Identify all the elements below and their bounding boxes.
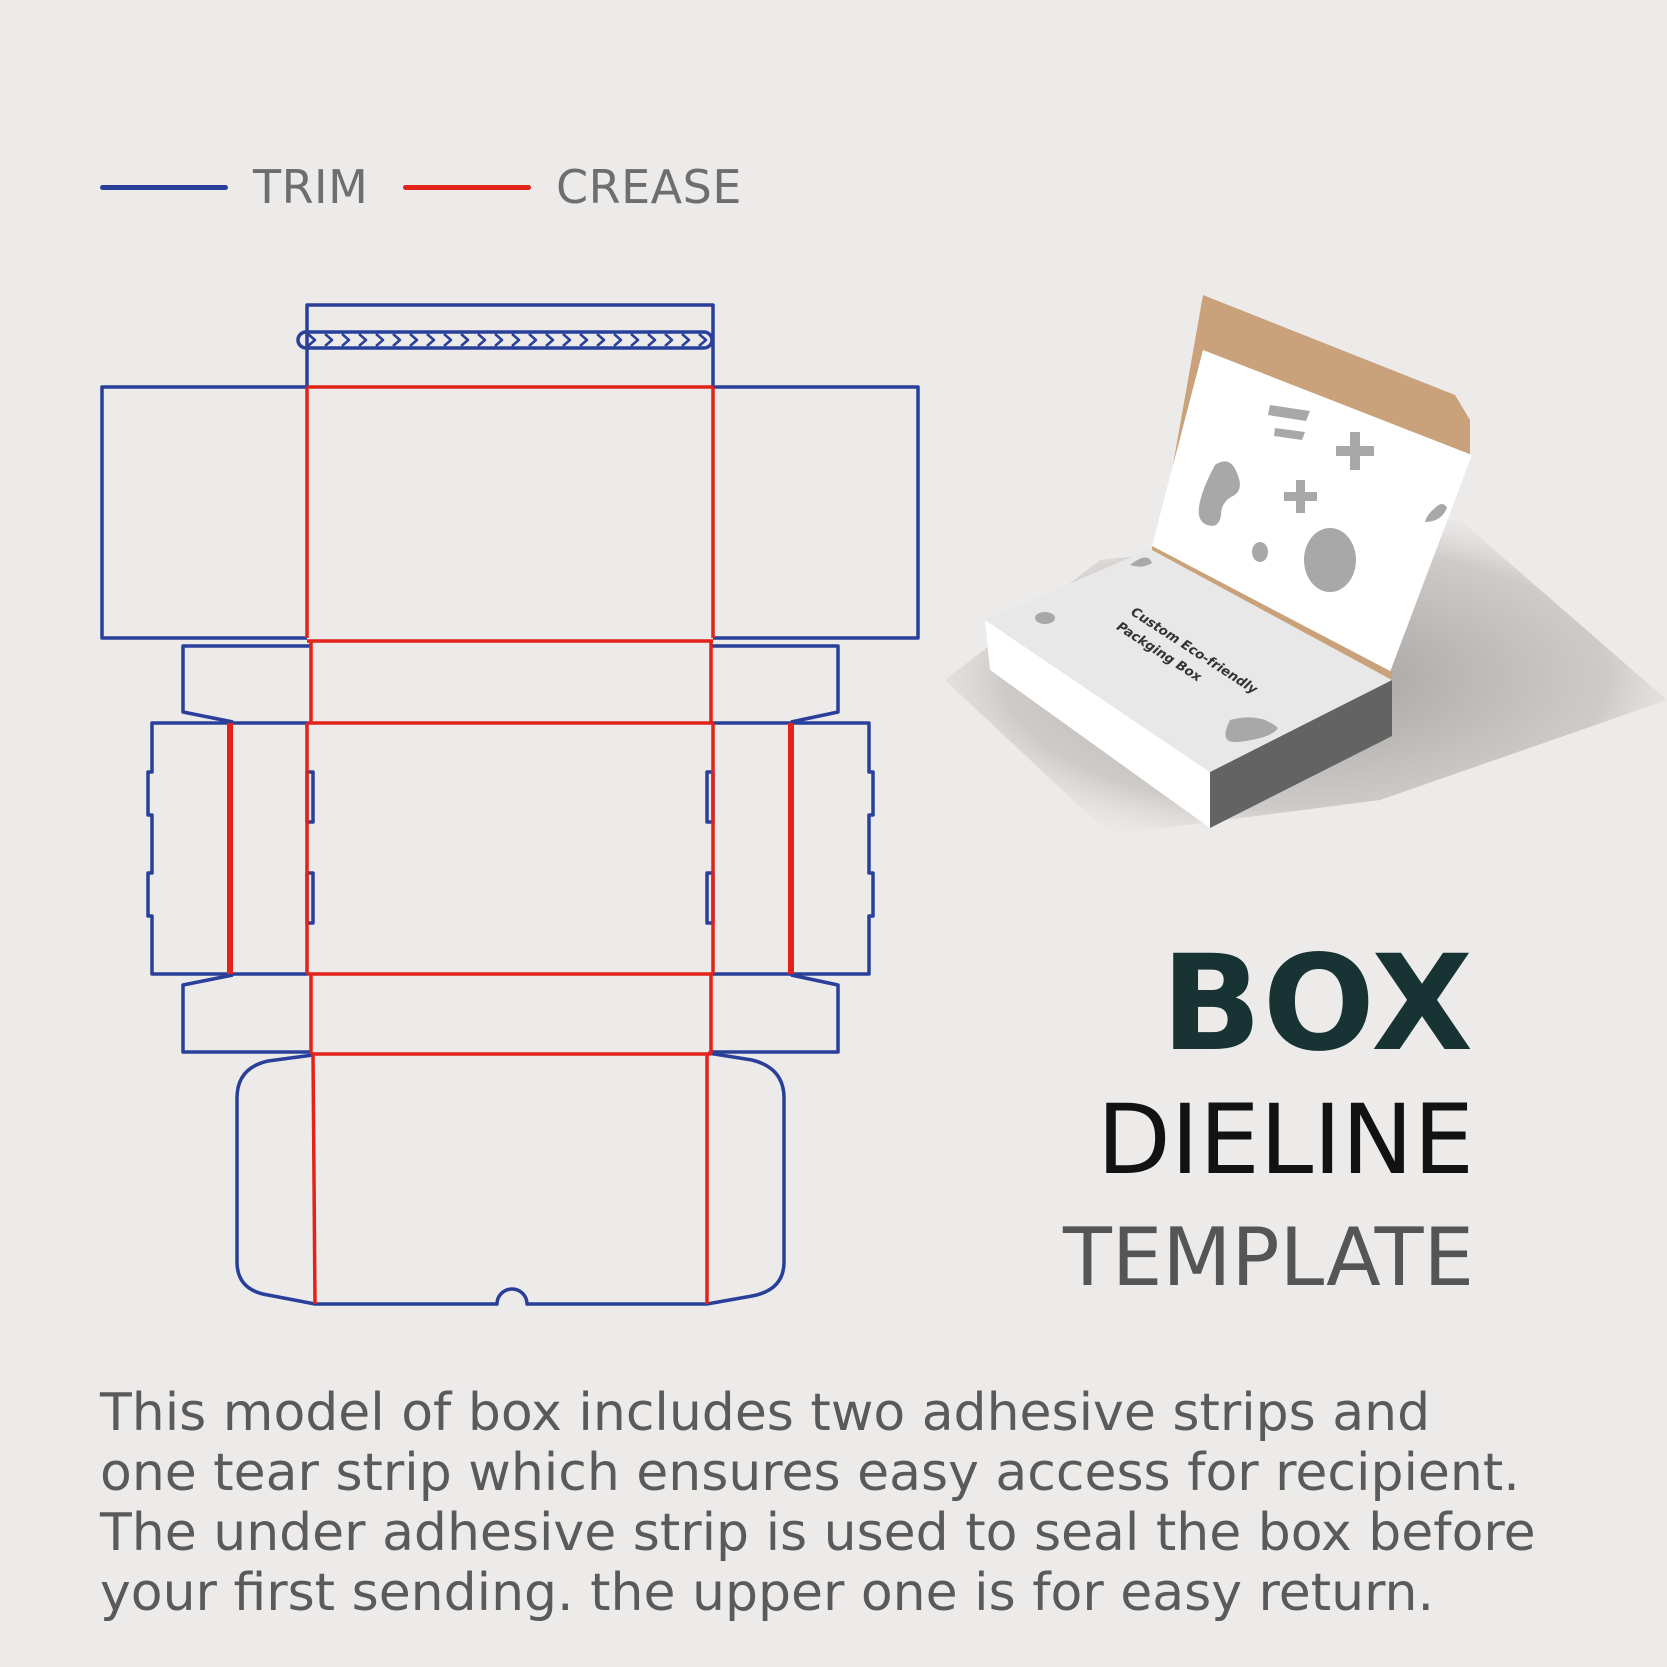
leaf-shape [1425, 504, 1447, 522]
bottom-flap [235, 1051, 786, 1306]
legend-trim-label: TRIM [253, 160, 369, 214]
decor-shape [1274, 428, 1305, 440]
legend-crease-label: CREASE [556, 160, 742, 214]
tear-strip-perforation [307, 333, 708, 347]
lid-dot [1035, 612, 1055, 624]
legend-trim: TRIM [100, 160, 368, 214]
plus-icon [1284, 480, 1317, 513]
blob-shape [1198, 461, 1240, 526]
right-side-panel [791, 721, 875, 976]
box-top-lid [985, 548, 1392, 772]
top-tear-flap [305, 303, 715, 387]
left-top-wing [100, 385, 307, 640]
decor-shape [1268, 405, 1310, 421]
hinge-line [1152, 546, 1392, 680]
title-kind: TEMPLATE [1062, 1211, 1474, 1304]
box-side-face [1210, 680, 1392, 828]
crease-line-swatch [403, 184, 531, 190]
dot-shape [1252, 542, 1268, 562]
mailer-box-mockup: Custom Eco-friendly Packging Box [945, 295, 1667, 835]
lid-inner-panel [1152, 350, 1472, 672]
left-lower-dust-flap [181, 973, 311, 1054]
box-front-face [985, 620, 1210, 828]
box-dieline-diagram [100, 303, 920, 1306]
lid-blob [1225, 717, 1278, 743]
right-upper-dust-flap [711, 644, 840, 724]
lid-notch [1130, 557, 1152, 567]
crease-line [311, 1053, 317, 1305]
right-top-wing [713, 385, 920, 640]
title-main: BOX [1161, 927, 1474, 1081]
description-text: This model of box includes two adhesive … [100, 1383, 1536, 1623]
right-lower-dust-flap [711, 973, 840, 1054]
circle-shape [1304, 528, 1356, 592]
title-sub: DIELINE [1096, 1084, 1474, 1196]
trim-line-swatch [100, 184, 228, 190]
plus-icon [1336, 432, 1374, 470]
legend-crease: CREASE [403, 160, 742, 214]
lid-decorations [1198, 405, 1447, 592]
tear-strip [296, 330, 714, 350]
left-side-panel [146, 721, 233, 976]
left-upper-dust-flap [181, 644, 311, 724]
